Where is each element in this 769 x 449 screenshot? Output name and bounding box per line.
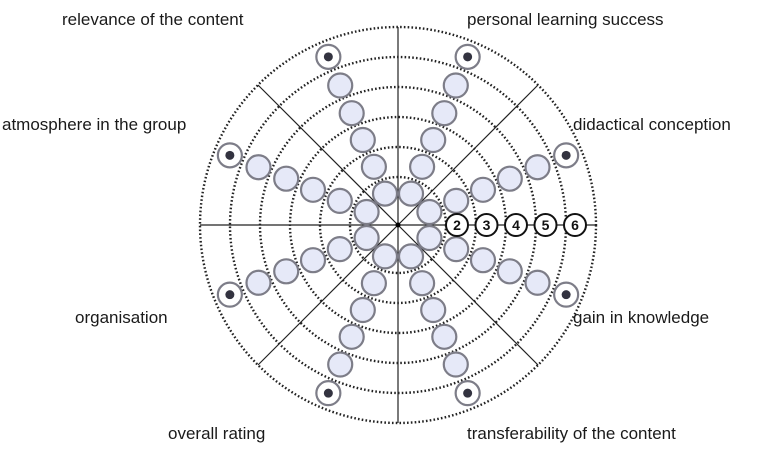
rating-bead-didactical-1[interactable] bbox=[416, 198, 443, 226]
rating-bead-didactical-2[interactable] bbox=[443, 187, 470, 214]
rating-bead-didactical-4[interactable] bbox=[496, 165, 523, 192]
selected-dot-icon bbox=[463, 52, 473, 62]
rating-bead-didactical-5[interactable] bbox=[524, 154, 551, 181]
rating-bead-overall-4[interactable] bbox=[338, 323, 365, 350]
rating-bead-personal-1[interactable] bbox=[397, 180, 425, 207]
spoke-line bbox=[257, 224, 399, 366]
label-personal: personal learning success bbox=[467, 10, 664, 29]
rating-bead-transferability-1[interactable] bbox=[397, 243, 425, 270]
rating-bead-organisation-4[interactable] bbox=[273, 258, 300, 285]
center-dot bbox=[395, 222, 401, 228]
scale-label-3: 3 bbox=[483, 217, 491, 233]
scale-marker-6 bbox=[563, 213, 587, 237]
scale-label-5: 5 bbox=[542, 217, 550, 233]
rating-bead-transferability-4[interactable] bbox=[431, 323, 458, 350]
rating-bead-gain-2[interactable] bbox=[443, 236, 470, 263]
label-atmosphere: atmosphere in the group bbox=[2, 115, 187, 134]
rating-bead-atmosphere-3[interactable] bbox=[299, 176, 327, 203]
scale-label-6: 6 bbox=[571, 217, 579, 233]
rating-bead-relevance-5[interactable] bbox=[327, 72, 354, 99]
spoke-line bbox=[397, 84, 539, 226]
rating-bead-organisation-1[interactable] bbox=[353, 224, 380, 252]
rating-bead-organisation-5[interactable] bbox=[245, 269, 272, 296]
label-didactical: didactical conception bbox=[573, 115, 731, 134]
rating-bead-overall-2[interactable] bbox=[360, 270, 387, 297]
scale-marker-2 bbox=[445, 213, 469, 237]
rating-bead-personal-3[interactable] bbox=[420, 126, 447, 154]
selected-dot-icon bbox=[323, 388, 333, 398]
rating-bead-transferability-2[interactable] bbox=[409, 270, 436, 297]
selected-dot-icon bbox=[225, 290, 235, 300]
rating-bead-atmosphere-2[interactable] bbox=[326, 187, 353, 214]
selected-dot-icon bbox=[463, 388, 473, 398]
scale-label-2: 2 bbox=[453, 217, 461, 233]
rating-bead-gain-3[interactable] bbox=[469, 247, 497, 274]
rating-bead-relevance-3[interactable] bbox=[349, 126, 376, 154]
scale-marker-5 bbox=[533, 213, 558, 237]
rating-bead-transferability-3[interactable] bbox=[420, 296, 447, 324]
selected-dot-icon bbox=[323, 52, 333, 62]
rating-bead-gain-5[interactable] bbox=[524, 269, 551, 296]
label-overall: overall rating bbox=[168, 424, 266, 443]
scale-label-4: 4 bbox=[512, 217, 520, 233]
spoke-line bbox=[397, 224, 539, 366]
selected-dot-icon bbox=[561, 150, 571, 160]
rating-bead-atmosphere-1[interactable] bbox=[353, 198, 380, 226]
selected-dot-icon bbox=[561, 290, 571, 300]
label-transferability: transferability of the content bbox=[467, 424, 676, 443]
rating-bead-personal-5[interactable] bbox=[442, 72, 469, 99]
rating-bead-organisation-2[interactable] bbox=[326, 236, 353, 263]
scale-marker-4 bbox=[504, 213, 528, 237]
rating-bead-personal-4[interactable] bbox=[431, 100, 458, 127]
rating-bead-didactical-3[interactable] bbox=[469, 176, 497, 203]
rating-bead-transferability-5[interactable] bbox=[442, 351, 469, 378]
label-gain: gain in knowledge bbox=[573, 308, 710, 327]
label-relevance: relevance of the content bbox=[62, 10, 244, 29]
rating-bead-overall-1[interactable] bbox=[371, 243, 399, 270]
scale-marker-3 bbox=[474, 213, 499, 237]
rating-bead-organisation-3[interactable] bbox=[299, 247, 327, 274]
rating-bead-relevance-2[interactable] bbox=[360, 153, 387, 180]
rating-bead-gain-1[interactable] bbox=[416, 224, 443, 252]
rating-bead-overall-3[interactable] bbox=[349, 296, 376, 324]
rating-bead-atmosphere-5[interactable] bbox=[245, 154, 272, 181]
rating-bead-personal-2[interactable] bbox=[409, 153, 436, 180]
label-organisation: organisation bbox=[75, 308, 168, 327]
rating-bead-atmosphere-4[interactable] bbox=[273, 165, 300, 192]
selected-dot-icon bbox=[225, 150, 235, 160]
rating-bead-relevance-4[interactable] bbox=[338, 100, 365, 127]
spoke-line bbox=[257, 84, 399, 226]
rating-bead-gain-4[interactable] bbox=[496, 258, 523, 285]
rating-bead-overall-5[interactable] bbox=[327, 351, 354, 378]
rating-bead-relevance-1[interactable] bbox=[371, 180, 399, 207]
